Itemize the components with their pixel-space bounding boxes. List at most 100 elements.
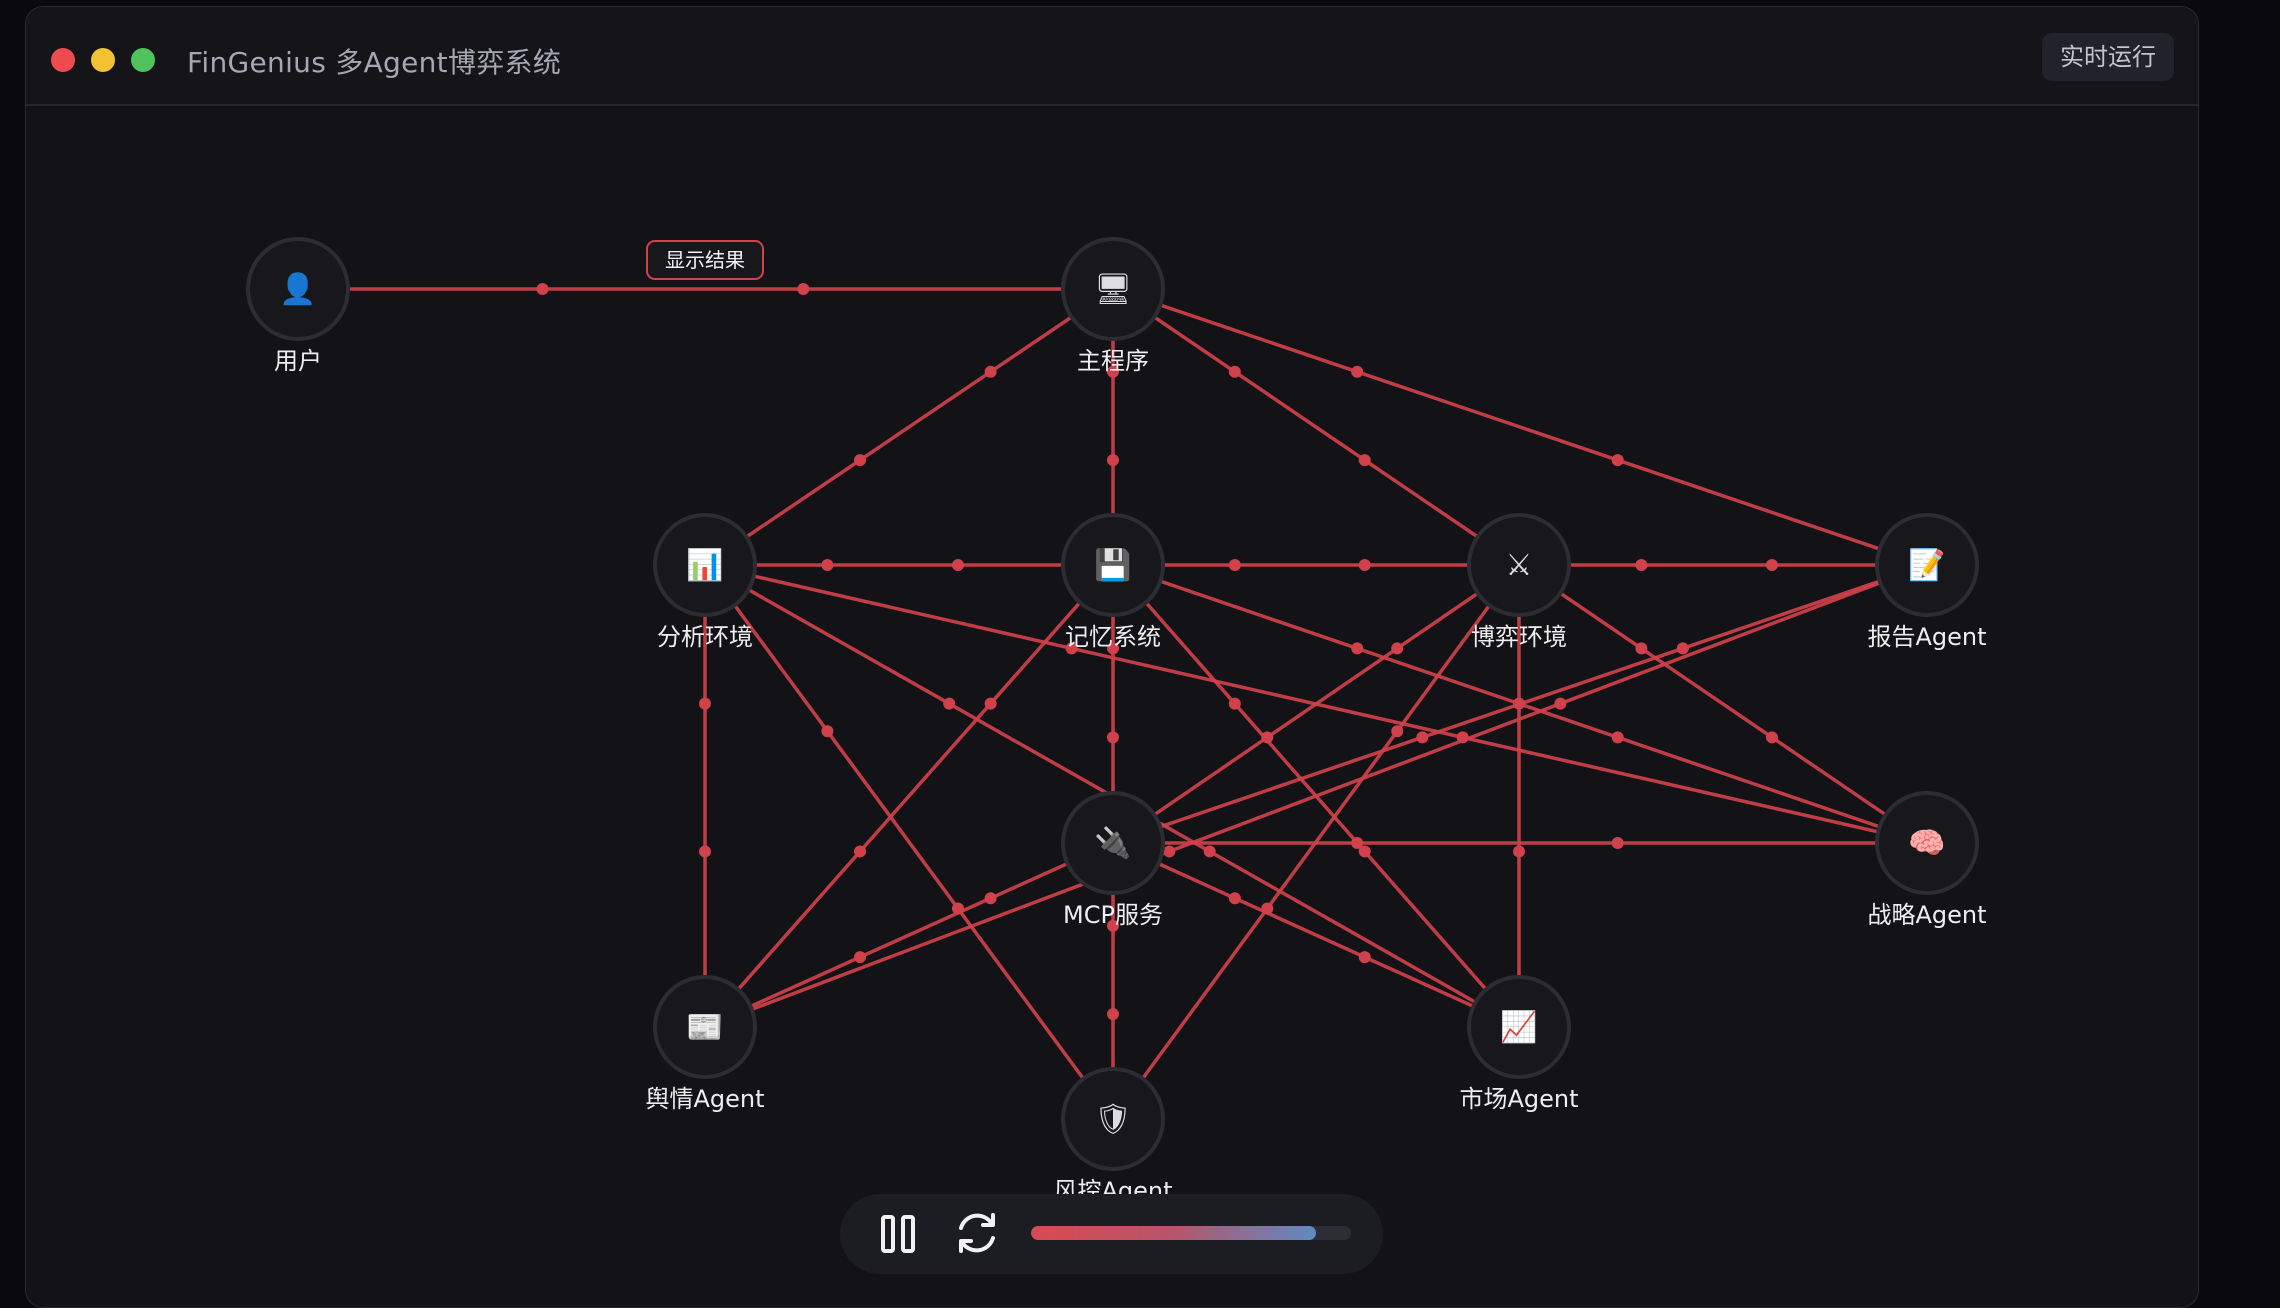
node-circle [1875,513,1979,617]
node-label: 市场Agent [1459,1085,1578,1113]
message-dot [1107,642,1119,655]
node-circle [1875,791,1979,895]
minimize-window-button[interactable] [91,48,115,72]
edge-main-analysis [704,287,1114,567]
node-strategy[interactable]: 🧠 战略Agent [1867,791,1987,929]
result-tag-box [646,240,764,280]
message-dot [1107,919,1119,932]
title-bar: FinGenius 多Agent博弈系统 实时运行 [26,7,2198,106]
message-dot [1358,559,1371,571]
memo-icon: 📝 [1908,547,1945,583]
floppy-disk-icon: 💾 [1094,547,1131,583]
node-risk[interactable]: 🛡风控Agent [1053,1067,1173,1205]
message-dot [1611,731,1624,744]
message-dot [536,283,549,295]
desktop-computer-icon: 🖥 [1094,272,1132,307]
message-dot [951,559,964,571]
edge-mcp-market [1112,841,1520,1029]
message-dot [1554,697,1567,710]
message-dot [984,697,997,710]
edge-memory-sentiment [703,563,1115,1029]
node-game[interactable]: ⚔ 博弈环境 [1467,513,1571,651]
graph-canvas: 👤 用户 🖥主程序 📊 分析环境 💾记忆系统 ⚔ 博弈环境 📝 报告Agent 🔌MCP服务 🧠 战略A… [26,7,2198,1279]
message-dot [1358,845,1371,858]
app-window: FinGenius 多Agent博弈系统 实时运行 👤 用户 🖥主程序 📊 分析环境 💾记… [25,6,2199,1308]
message-dot [943,697,956,710]
node-market[interactable]: 📈 市场Agent [1459,975,1579,1113]
node-label: 舆情Agent [645,1085,764,1113]
node-circle [1061,237,1165,341]
node-label: 用户 [274,347,322,375]
refresh-icon[interactable] [952,1208,1002,1258]
message-dot [1391,725,1404,738]
message-dot [699,845,711,858]
result-tag-text: 显示结果 [665,248,745,272]
message-dot [1391,642,1404,655]
edge-main-game [1112,287,1520,567]
plug-icon: 🔌 [1094,825,1131,861]
node-circle [246,237,350,341]
node-memory[interactable]: 💾记忆系统 [1061,513,1165,651]
brain-icon: 🧠 [1908,826,1945,861]
message-dot [1163,845,1176,858]
edge-layer [298,283,1928,1121]
message-dot [1765,731,1778,744]
message-dot [1107,731,1119,744]
node-main[interactable]: 🖥主程序 [1061,237,1165,375]
message-dot [1416,731,1429,744]
message-dot [854,454,867,467]
message-dot [1635,642,1648,655]
message-dot [797,283,810,295]
message-dot [821,725,834,738]
message-dot [1203,845,1216,858]
realtime-run-button[interactable]: 实时运行 [2042,33,2174,81]
progress-bar-fill [1031,1226,1316,1240]
edge-mcp-sentiment [704,841,1114,1029]
node-circle [1467,975,1571,1079]
node-circle [1467,513,1571,617]
message-dot [1358,454,1371,467]
maximize-window-button[interactable] [131,48,155,72]
message-dot [1228,892,1241,905]
node-analysis[interactable]: 📊 分析环境 [653,513,757,651]
message-dot [1351,365,1364,378]
message-dot [1107,1008,1119,1021]
node-label: 战略Agent [1867,901,1986,929]
user-silhouette-icon: 👤 [279,271,316,307]
shield-icon: 🛡 [1094,1102,1132,1137]
close-window-button[interactable] [51,48,75,72]
crossed-swords-icon: ⚔ [1506,548,1533,583]
message-dot [1611,837,1624,849]
agent-network-graph: 👤 用户 🖥主程序 📊 分析环境 💾记忆系统 ⚔ 博弈环境 📝 报告Agent 🔌MCP服务 🧠 战略A… [246,237,1987,1205]
node-circle [1061,1067,1165,1171]
message-dot [984,892,997,905]
message-dot [1065,642,1078,655]
pause-icon[interactable] [880,1214,916,1254]
message-dot [699,697,711,710]
bar-chart-icon: 📊 [686,547,723,583]
newspaper-icon: 📰 [686,1010,723,1045]
progress-bar[interactable] [1031,1226,1351,1240]
edge-game-strategy [1518,563,1928,845]
playback-controls [840,1194,1383,1274]
message-dot [1107,454,1119,467]
node-label: 分析环境 [657,623,753,651]
node-circle [1061,791,1165,895]
edge-main-report [1112,287,1928,567]
node-user[interactable]: 👤 用户 [246,237,350,375]
window-title: FinGenius 多Agent博弈系统 [187,46,562,79]
message-dot [1351,642,1364,655]
node-mcp[interactable]: 🔌MCP服务 [1061,791,1165,929]
message-dot [1611,454,1624,467]
node-label: 报告Agent [1867,623,1986,651]
message-dot [984,365,997,378]
message-dot [1765,559,1778,571]
node-label: 博弈环境 [1471,623,1567,651]
node-sentiment[interactable]: 📰 舆情Agent [645,975,765,1113]
edge-analysis-risk [703,563,1115,1121]
node-report[interactable]: 📝 报告Agent [1867,513,1987,651]
message-dot [1261,731,1274,744]
message-dot [1228,559,1241,571]
trend-chart-icon: 📈 [1500,1009,1537,1045]
message-dot [1513,845,1525,858]
